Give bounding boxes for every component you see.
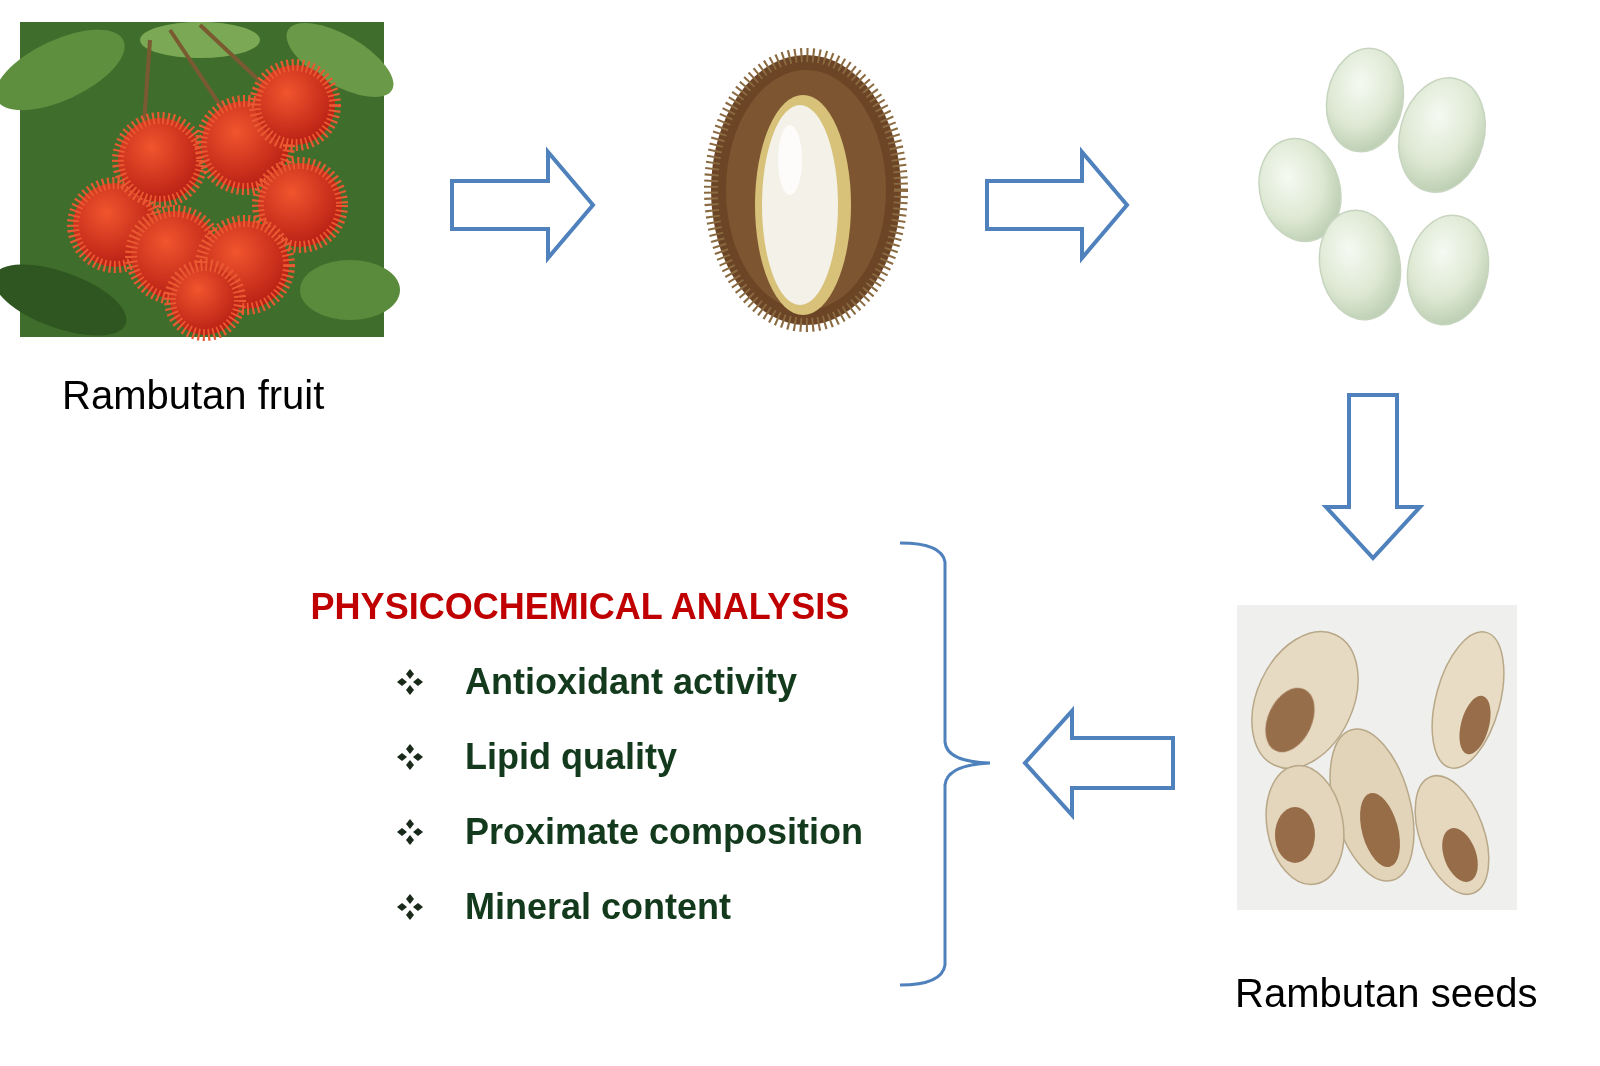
list-item: Antioxidant activity [465, 660, 797, 704]
caption: Rambutan fruit [62, 371, 324, 419]
fruit-panel: Rambutan fruit [20, 20, 390, 423]
list-item: Proximate composition [465, 810, 863, 854]
list-item: Mineral content [465, 885, 731, 929]
seeds-panel: Rambutan seeds [1178, 600, 1558, 1021]
rambutan-seeds-photo [1231, 605, 1517, 910]
peeled-rambutan-photo [1248, 42, 1498, 345]
flow-arrow [987, 152, 1127, 258]
list-item: Lipid quality [465, 735, 677, 779]
heading: PHYSICOCHEMICAL ANALYSIS [260, 585, 900, 629]
opened-rambutan-photo [692, 40, 920, 332]
block-arrow [1025, 711, 1173, 815]
flow-arrow [1326, 395, 1420, 558]
rambutan-fruit-photo [0, 8, 404, 350]
flow-arrow [452, 152, 593, 258]
curly-bracket [900, 543, 990, 985]
analysis-panel: PHYSICOCHEMICAL ANALYSIS Antioxidant acti… [260, 553, 1020, 973]
caption: Rambutan seeds [1235, 969, 1537, 1017]
bullet-symbols [397, 669, 423, 920]
